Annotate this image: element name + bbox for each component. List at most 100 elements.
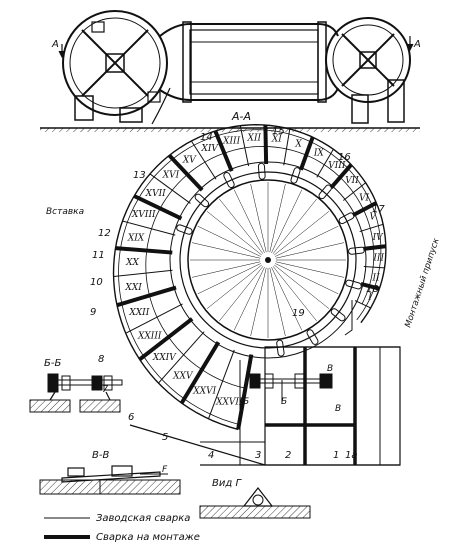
cooling-slot [345,279,362,290]
bb-nut-4 [103,375,113,391]
spoke [233,267,265,331]
right-strut-2 [341,33,395,87]
spoke [191,242,261,259]
segment-numeral: I [367,293,372,303]
spiral-section [112,123,401,466]
site-weld-seam [138,317,194,362]
outer-number: 18 [366,284,379,295]
spoke [271,189,303,253]
left-ring-inner [69,17,161,109]
detail-letter-b-prime: Б [281,397,287,407]
tail-outer-bottom [129,424,266,466]
bb-base-left [29,399,71,413]
spoke [274,264,330,309]
outer-number: 12 [98,228,111,239]
right-clamp-1 [359,51,377,69]
segment-numeral: XXI [124,283,142,293]
outer-number: 19 [292,308,305,319]
cooling-slot [176,224,193,235]
arrow-a-left-label: А [51,39,59,50]
segment-numeral: VIII [328,161,346,171]
outer-number: 8 [98,354,104,365]
vv-block-1 [67,467,85,477]
tube-bottom [159,87,339,101]
site-weld-seam [352,201,378,218]
segment-numeral: XIII [222,137,241,147]
factory-weld-seam [149,173,191,204]
inset-nut-1 [249,373,261,389]
spoke [272,198,317,254]
spoke [275,242,345,259]
spoke [250,183,267,253]
tube-top [159,23,339,37]
outer-number: 11 [92,250,105,261]
g-triangle [242,487,274,507]
spoke [197,225,261,257]
site-weld-seam [213,130,234,172]
segment-numeral: V [369,213,377,223]
cooling-slot [306,329,319,345]
detail-bb [29,373,123,413]
outer-number: 1 [333,450,339,461]
legend [44,517,90,539]
site-weld-seam [329,163,353,189]
factory-weld-seam [113,269,173,278]
spoke [191,261,261,278]
section-bb-title: Б-Б [44,358,61,369]
segment-numeral: XXVII [215,398,243,408]
segment-mid-line [145,145,375,389]
spoke [206,264,262,309]
site-weld-seam [179,341,221,405]
left-clamp-1 [105,53,125,73]
spoke [197,263,261,295]
detail-letter-v: В [327,364,333,374]
site-weld-seam [115,246,173,255]
outer-number: 13 [133,170,146,181]
factory-weld-seam [359,223,384,233]
segment-numeral: XXVI [192,387,216,397]
segment-numeral: XV [182,155,197,165]
detail-letter-f: F [162,465,168,475]
outer-number: 9 [90,307,96,318]
spoke [275,225,339,257]
bb-base-right [79,399,121,413]
outer-number: 7 [102,384,109,395]
outer-number: 14 [200,132,213,143]
site-weld-seam [298,136,315,171]
cooling-slot [348,246,365,255]
inset-nut-4 [319,373,333,389]
segment-numerals: IIIIIIIVVVIVIIVIIIIXXXIXIIXIIIXIVXVXVIXV… [124,134,384,408]
spoke [250,267,267,337]
outer-number: 4 [208,450,214,461]
outer-number: 17 [372,204,385,215]
factory-weld-seam [342,182,366,201]
vv-wedge [61,471,161,483]
inset-nut-3 [294,373,306,389]
segment-numeral: XXIII [137,331,162,341]
detail-bv-inset [249,373,333,402]
outer-number: 6 [128,412,134,423]
spoke [206,211,262,256]
g-circle [252,494,264,506]
left-ring-outer [62,10,168,116]
support-1 [74,95,94,121]
bb-nut-1 [47,373,59,393]
section-aa-title: А-А [231,110,251,123]
tube-flange-left [182,21,192,103]
segment-numeral: IV [372,233,385,243]
cooling-slot [194,193,210,208]
spoke [271,267,303,331]
support-2 [119,107,143,123]
site-weld-seam [263,125,269,165]
legend-factory-text: Заводская сварка [96,513,190,524]
vv-block-2 [111,465,133,477]
segment-numeral: XXIV [152,353,177,363]
tail-section [129,346,401,466]
segment-numeral: X [294,140,302,150]
spoke [219,198,264,254]
cable [151,87,171,125]
cooling-slot [257,162,266,180]
outer-number: 1a [345,450,358,461]
left-strut-2 [81,29,149,97]
factory-weld-seam [283,128,291,166]
